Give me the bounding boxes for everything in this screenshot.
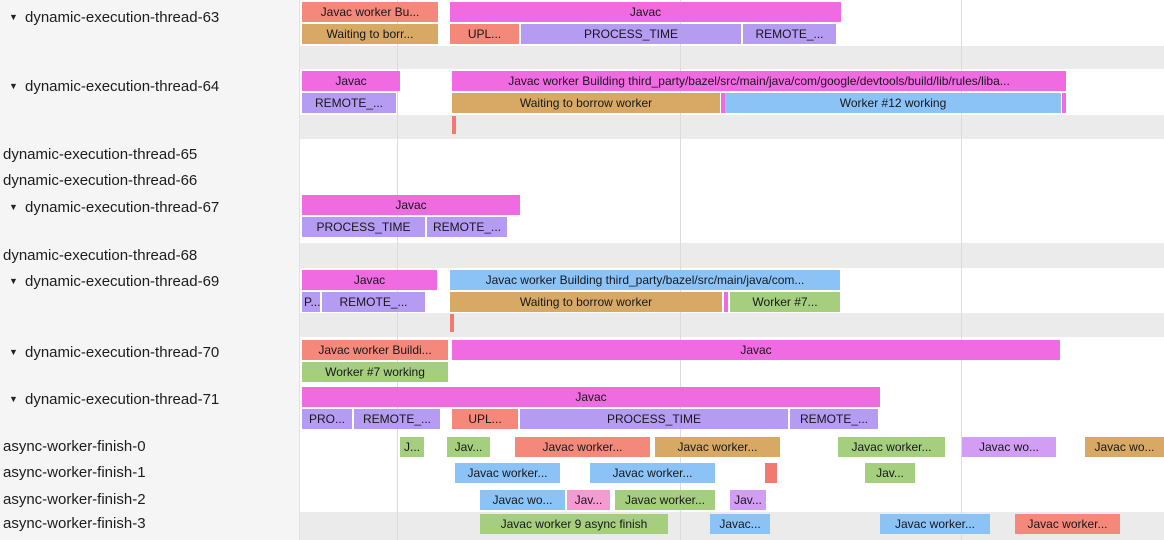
track-name: dynamic-execution-thread-66	[3, 172, 198, 189]
slice[interactable]: Javac worker...	[515, 437, 650, 457]
slice[interactable]: Javac	[302, 71, 400, 91]
row-band	[300, 46, 1164, 69]
slice[interactable]: UPL...	[450, 24, 519, 44]
slice[interactable]	[721, 93, 725, 113]
expand-triangle-icon: ▼	[9, 276, 18, 286]
slice[interactable]: Javac worker...	[615, 490, 715, 510]
track-label-dynamic-execution-thread-64[interactable]: ▼ dynamic-execution-thread-64	[0, 77, 299, 95]
track-name: async-worker-finish-0	[3, 438, 146, 455]
row-band	[300, 115, 1164, 139]
track-name: async-worker-finish-2	[3, 491, 146, 508]
slice[interactable]: J...	[400, 437, 424, 457]
row-band	[300, 313, 1164, 337]
track-name: async-worker-finish-1	[3, 464, 146, 481]
slice[interactable]: Javac worker...	[1015, 514, 1120, 534]
slice[interactable]: REMOTE_...	[302, 93, 396, 113]
track-name: dynamic-execution-thread-67	[25, 199, 220, 216]
track-label-dynamic-execution-thread-70[interactable]: ▼ dynamic-execution-thread-70	[0, 343, 299, 361]
track-name-panel: ▼ dynamic-execution-thread-63 ▼ dynamic-exe…	[0, 0, 300, 540]
track-label-dynamic-execution-thread-66[interactable]: dynamic-execution-thread-66	[0, 172, 299, 190]
slice[interactable]: REMOTE_...	[427, 217, 507, 237]
slice[interactable]: Javac	[452, 340, 1060, 360]
slice[interactable]: Javac worker...	[880, 514, 990, 534]
expand-triangle-icon: ▼	[9, 12, 18, 22]
slice[interactable]: UPL...	[452, 409, 518, 429]
slice[interactable]: REMOTE_...	[790, 409, 878, 429]
track-label-async-worker-finish-2[interactable]: async-worker-finish-2	[0, 491, 299, 509]
slice[interactable]: Javac	[302, 195, 520, 215]
slice[interactable]: Worker #7 working	[302, 362, 448, 382]
track-name: dynamic-execution-thread-64	[25, 78, 220, 95]
slice[interactable]: Javac worker 9 async finish	[480, 514, 668, 534]
slice[interactable]: Worker #12 working	[725, 93, 1061, 113]
slice[interactable]: Jav...	[865, 463, 915, 483]
track-name: dynamic-execution-thread-69	[25, 273, 220, 290]
slice[interactable]: Javac worker Building third_party/bazel/…	[452, 71, 1066, 91]
slice[interactable]: Worker #7...	[730, 292, 840, 312]
slice[interactable]: Javac	[450, 2, 841, 22]
slice[interactable]: P...	[302, 292, 320, 312]
slice[interactable]: Javac worker Building third_party/bazel/…	[450, 270, 840, 290]
slice[interactable]: REMOTE_...	[743, 24, 836, 44]
slice[interactable]: Javac wo...	[1085, 437, 1164, 457]
slice[interactable]: Jav...	[447, 437, 490, 457]
slice[interactable]: Waiting to borr...	[302, 24, 438, 44]
expand-triangle-icon: ▼	[9, 202, 18, 212]
slice[interactable]: Waiting to borrow worker	[450, 292, 722, 312]
slice[interactable]: PRO...	[302, 409, 352, 429]
slice[interactable]	[452, 116, 456, 134]
slice[interactable]: Javac worker Bu...	[302, 2, 438, 22]
row-band	[300, 243, 1164, 268]
expand-triangle-icon: ▼	[9, 81, 18, 91]
time-gridline	[961, 0, 962, 540]
track-label-async-worker-finish-1[interactable]: async-worker-finish-1	[0, 464, 299, 482]
slice[interactable]	[724, 292, 728, 312]
track-label-dynamic-execution-thread-65[interactable]: dynamic-execution-thread-65	[0, 146, 299, 164]
slice[interactable]	[1062, 93, 1066, 113]
track-name: async-worker-finish-3	[3, 515, 146, 532]
track-label-async-worker-finish-3[interactable]: async-worker-finish-3	[0, 515, 299, 533]
slice[interactable]: PROCESS_TIME	[521, 24, 741, 44]
slice[interactable]: Javac worker...	[655, 437, 780, 457]
slice[interactable]: Javac worker Buildi...	[302, 340, 448, 360]
track-label-dynamic-execution-thread-63[interactable]: ▼ dynamic-execution-thread-63	[0, 8, 299, 26]
track-label-dynamic-execution-thread-67[interactable]: ▼ dynamic-execution-thread-67	[0, 198, 299, 216]
slice[interactable]: Jav...	[730, 490, 766, 510]
slice[interactable]: Javac	[302, 270, 437, 290]
track-name: dynamic-execution-thread-63	[25, 9, 220, 26]
slice[interactable]: Javac worker...	[590, 463, 715, 483]
slice[interactable]: PROCESS_TIME	[302, 217, 425, 237]
slice[interactable]: Jav...	[567, 490, 610, 510]
track-name: dynamic-execution-thread-65	[3, 146, 198, 163]
track-label-dynamic-execution-thread-71[interactable]: ▼ dynamic-execution-thread-71	[0, 390, 299, 408]
expand-triangle-icon: ▼	[9, 347, 18, 357]
slice[interactable]: Javac worker...	[838, 437, 945, 457]
slice[interactable]: Javac wo...	[480, 490, 565, 510]
track-name: dynamic-execution-thread-70	[25, 344, 220, 361]
track-name: dynamic-execution-thread-71	[25, 391, 220, 408]
slice[interactable]: Waiting to borrow worker	[452, 93, 720, 113]
slice[interactable]: Javac...	[710, 514, 770, 534]
slice[interactable]: REMOTE_...	[322, 292, 425, 312]
slice[interactable]	[450, 314, 454, 332]
slice[interactable]: PROCESS_TIME	[520, 409, 788, 429]
slice[interactable]: Javac worker...	[455, 463, 560, 483]
slice[interactable]: Javac wo...	[962, 437, 1056, 457]
slice[interactable]: Javac	[302, 387, 880, 407]
slice[interactable]: REMOTE_...	[354, 409, 440, 429]
track-label-dynamic-execution-thread-68[interactable]: dynamic-execution-thread-68	[0, 247, 299, 265]
expand-triangle-icon: ▼	[9, 394, 18, 404]
track-name: dynamic-execution-thread-68	[3, 247, 198, 264]
slice[interactable]	[765, 463, 777, 483]
track-label-dynamic-execution-thread-69[interactable]: ▼ dynamic-execution-thread-69	[0, 272, 299, 290]
track-label-async-worker-finish-0[interactable]: async-worker-finish-0	[0, 438, 299, 456]
